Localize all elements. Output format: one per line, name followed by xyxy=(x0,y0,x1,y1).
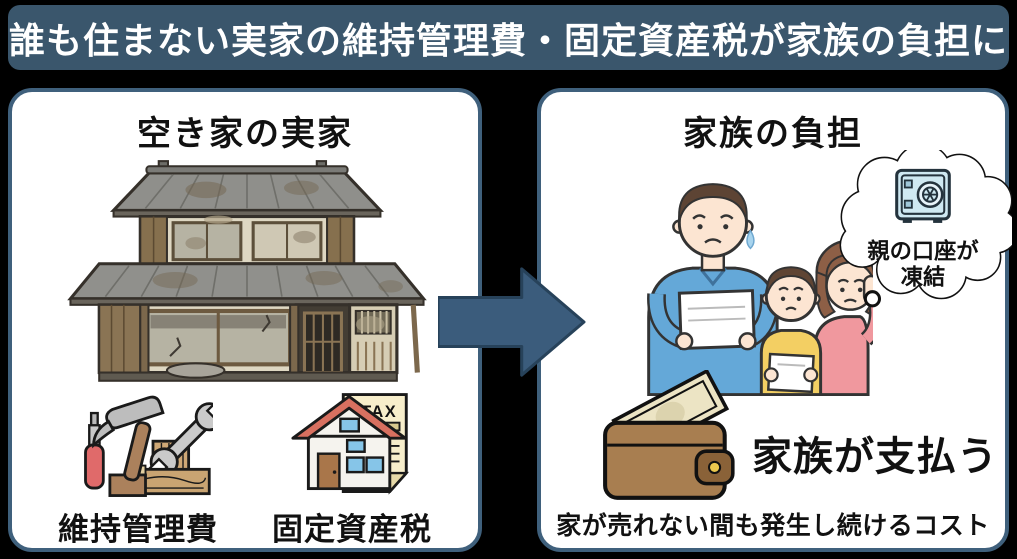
right-panel: 家族の負担 xyxy=(537,88,1012,552)
right-panel-title: 家族の負担 xyxy=(683,115,863,153)
left-panel: 空き家の実家 xyxy=(8,88,482,552)
payment-label: 家族が支払う xyxy=(752,435,998,479)
thought-bubble: 親の口座が 凍結 xyxy=(834,150,1012,310)
bubble-text-line1: 親の口座が xyxy=(867,237,979,263)
old-house-icon xyxy=(67,160,427,382)
tools-icon xyxy=(38,386,238,502)
arrow-right-icon xyxy=(438,266,586,378)
maintenance-label: 維持管理費 xyxy=(58,512,218,547)
house-tax-icon: TAX xyxy=(252,386,452,502)
cost-caption: 家が売れない間も発生し続けるコスト xyxy=(556,512,990,540)
property-tax-label: 固定資産税 xyxy=(272,512,432,547)
property-tax-item: TAX xyxy=(252,386,452,549)
maintenance-item: 維持管理費 xyxy=(38,386,238,549)
bubble-text-line2: 凍結 xyxy=(901,264,946,290)
banner-title: 誰も住まない実家の維持管理費・固定資産税が家族の負担に xyxy=(8,19,1008,61)
vacant-house-illustration xyxy=(52,154,442,392)
wallet-icon xyxy=(597,370,747,504)
left-panel-title: 空き家の実家 xyxy=(137,115,353,153)
safe-icon xyxy=(895,168,951,223)
banner: 誰も住まない実家の維持管理費・固定資産税が家族の負担に xyxy=(8,5,1009,70)
